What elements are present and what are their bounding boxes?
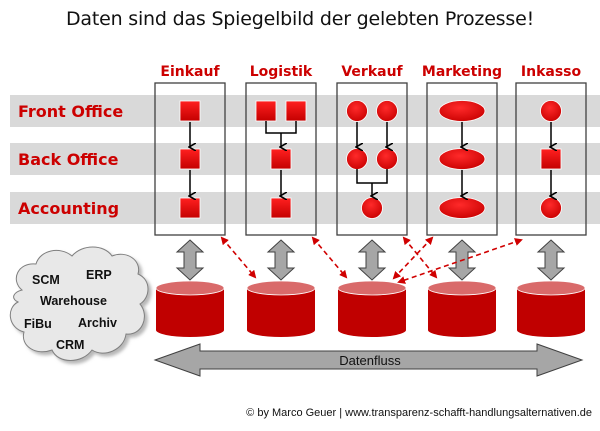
- column-header: Logistik: [250, 64, 313, 80]
- row-band-3: [10, 192, 600, 224]
- bidirectional-arrow: [536, 239, 566, 281]
- column-header: Inkasso: [521, 64, 582, 80]
- process-step-square: [179, 100, 201, 122]
- cloud-system-label: ERP: [86, 268, 112, 282]
- cloud-system-label: FiBu: [24, 317, 52, 331]
- page-title: Daten sind das Spiegelbild der gelebten …: [65, 8, 534, 30]
- cross-link-arrow: [311, 236, 348, 279]
- database-verkauf: [337, 280, 407, 337]
- process-step-square: [285, 100, 307, 122]
- database-logistik: [246, 280, 316, 337]
- database-top: [337, 280, 407, 296]
- process-column-box: [245, 82, 317, 236]
- column-header: Marketing: [422, 64, 502, 80]
- database-einkauf: [155, 280, 225, 337]
- database-body: [247, 288, 315, 337]
- process-column-box: [154, 82, 226, 236]
- database-body: [428, 288, 496, 337]
- cloud-system-label: Warehouse: [40, 294, 107, 308]
- process-step-circle: [346, 148, 368, 170]
- copyright-footer: © by Marco Geuer | www.transparenz-schaf…: [246, 407, 592, 419]
- process-column-box: [336, 82, 408, 236]
- process-step-square: [540, 148, 562, 170]
- process-step-ellipse: [438, 148, 486, 170]
- data-flow-arrow: Datenfluss: [153, 343, 584, 377]
- process-step-square: [270, 197, 292, 219]
- bidirectional-arrow: [357, 239, 387, 281]
- column-header: Verkauf: [341, 64, 403, 80]
- cloud-system-label: SCM: [32, 273, 60, 287]
- cross-link-arrow: [392, 236, 434, 280]
- database-top: [516, 280, 586, 296]
- database-body: [517, 288, 585, 337]
- process-step-circle: [540, 197, 562, 219]
- row-label: Back Office: [18, 150, 119, 169]
- row-band-2: [10, 143, 600, 175]
- data-flow-label: Datenfluss: [339, 353, 401, 368]
- database-top: [427, 280, 497, 296]
- cloud-system-label: Archiv: [78, 316, 117, 330]
- process-step-ellipse: [438, 197, 486, 219]
- cross-link-arrow: [397, 238, 523, 284]
- process-step-square: [255, 100, 277, 122]
- database-body: [156, 288, 224, 337]
- process-step-circle: [540, 100, 562, 122]
- database-marketing: [427, 280, 497, 337]
- process-step-circle: [361, 197, 383, 219]
- process-column-box: [515, 82, 587, 236]
- database-top: [246, 280, 316, 296]
- database-inkasso: [516, 280, 586, 337]
- process-step-square: [179, 148, 201, 170]
- bidirectional-arrow: [175, 239, 205, 281]
- process-step-square: [270, 148, 292, 170]
- process-column-box: [426, 82, 498, 236]
- systems-cloud: [9, 246, 149, 361]
- database-body: [338, 288, 406, 337]
- process-step-circle: [376, 100, 398, 122]
- cross-link-arrow: [220, 236, 257, 279]
- process-step-circle: [346, 100, 368, 122]
- column-header: Einkauf: [160, 64, 220, 80]
- process-step-circle: [376, 148, 398, 170]
- bidirectional-arrow: [266, 239, 296, 281]
- process-step-square: [179, 197, 201, 219]
- process-step-ellipse: [438, 100, 486, 122]
- row-label: Front Office: [18, 102, 123, 121]
- row-label: Accounting: [18, 199, 119, 218]
- database-top: [155, 280, 225, 296]
- cloud-system-label: CRM: [56, 338, 84, 352]
